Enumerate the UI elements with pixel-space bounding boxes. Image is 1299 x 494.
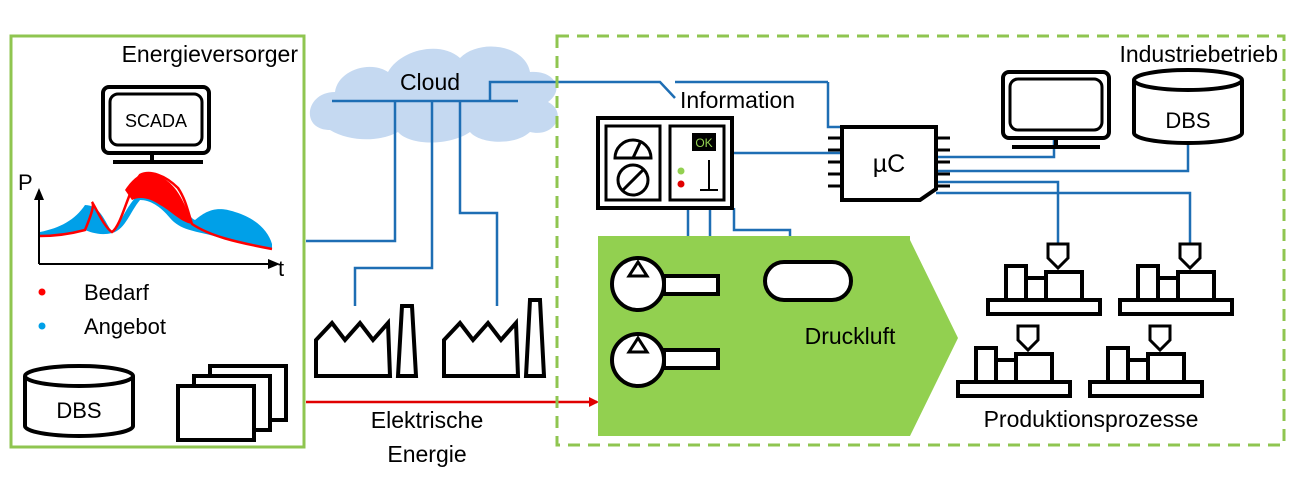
- power-chart: [34, 171, 280, 269]
- compressed-air-label: Druckluft: [805, 323, 896, 349]
- axis-p-label: P: [18, 170, 33, 195]
- scada-label: SCADA: [125, 111, 187, 131]
- factory-icon-1: [314, 304, 419, 378]
- compressor-icon-1: [610, 256, 720, 312]
- cloud-label: Cloud: [400, 69, 460, 95]
- production-machine-icon-1: [986, 242, 1102, 316]
- legend-demand-dot: [38, 288, 46, 296]
- production-label: Produktionsprozesse: [984, 406, 1199, 432]
- database-cylinder-icon-right: [1132, 68, 1244, 145]
- dbs-right-label: DBS: [1165, 108, 1210, 133]
- industrial-plant-label: Industriebetrieb: [1119, 41, 1278, 67]
- electric-energy-label-2: Energie: [387, 441, 466, 467]
- monitor-icon: [1001, 70, 1111, 149]
- axis-t-label: t: [278, 256, 284, 281]
- supply-area: [40, 185, 272, 249]
- microcontroller-label: µC: [873, 150, 905, 178]
- information-label: Information: [680, 87, 795, 113]
- production-machine-icon-4: [1088, 324, 1204, 398]
- legend-supply-label: Angebot: [84, 314, 166, 339]
- compressor-icon-2: [610, 332, 720, 388]
- cloud-shape: [309, 46, 558, 143]
- dbs-left-label: DBS: [56, 398, 101, 423]
- energy-supplier-box: [9, 34, 306, 449]
- production-machine-icon-3: [956, 324, 1072, 398]
- factory-icon-2: [442, 298, 547, 378]
- scada-monitor-icon: [101, 85, 211, 164]
- microcontroller-icon: [828, 125, 950, 202]
- production-machine-icon-2: [1118, 242, 1234, 316]
- electric-energy-label-1: Elektrische: [371, 407, 483, 433]
- legend-demand-label: Bedarf: [84, 280, 150, 305]
- ok-indicator-label: OK: [695, 136, 712, 150]
- database-cylinder-icon: [23, 364, 135, 438]
- industrial-plant-box: [555, 34, 1286, 447]
- demand-area: [125, 172, 192, 224]
- demand-curve: [39, 171, 273, 251]
- air-tank-icon: [763, 260, 853, 302]
- legend-supply-dot: [38, 322, 46, 330]
- energy-supplier-label: Energieversorger: [122, 41, 299, 67]
- documents-stack-icon: [176, 364, 288, 442]
- control-panel-icon: [596, 116, 734, 210]
